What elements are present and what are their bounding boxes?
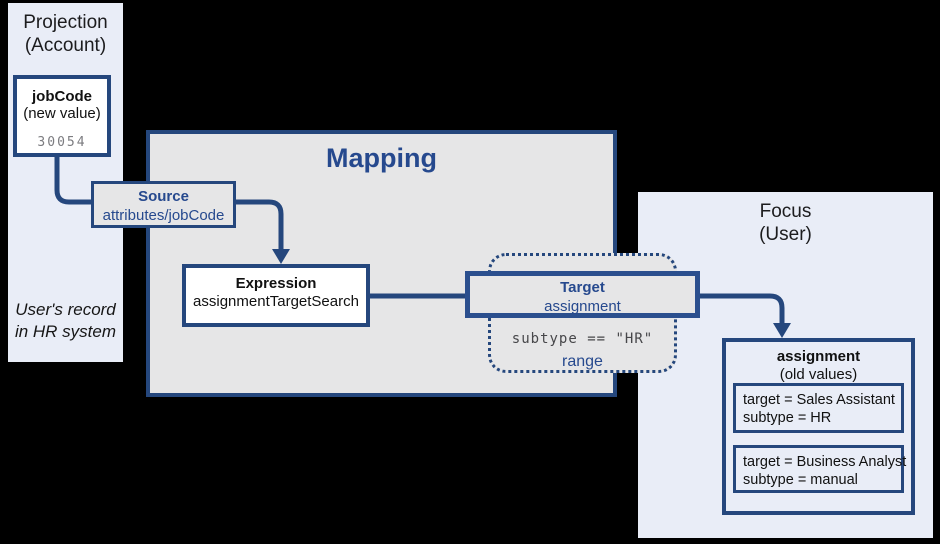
expression-box-value: assignmentTargetSearch (193, 293, 359, 310)
projection-title-line1: Projection (23, 12, 108, 33)
assignment-value-2-line1: target = Business Analyst (743, 454, 907, 470)
mapping-title: Mapping (326, 143, 437, 173)
range-condition-text: subtype == "HR" (511, 331, 654, 347)
hr-system-note-line1: User's record (15, 300, 116, 319)
hr-system-note-line2: in HR system (14, 322, 117, 341)
assignment-box-name: assignment (776, 348, 861, 365)
assignment-value-1-line2: subtype = HR (743, 409, 832, 426)
target-box: Target assignment (465, 271, 700, 318)
focus-title-line1: Focus (759, 201, 812, 222)
source-box: Source attributes/jobCode (91, 181, 236, 228)
jobcode-box-value: 30054 (37, 135, 87, 150)
assignment-box-qualifier: (old values) (779, 366, 858, 383)
source-box-label: Source (138, 188, 189, 205)
assignment-box: assignment (old values) target = Sales A… (722, 338, 915, 515)
source-box-value: attributes/jobCode (102, 207, 225, 224)
focus-title-line2: (User) (759, 224, 812, 245)
projection-title-line2: (Account) (24, 35, 107, 56)
assignment-value-box-2: target = Business Analyst subtype = manu… (733, 445, 907, 493)
target-box-value: assignment (544, 298, 621, 315)
jobcode-box-name: jobCode (32, 88, 92, 105)
target-box-label: Target (560, 279, 605, 296)
focus-panel-title: Focus (User) (638, 192, 933, 246)
hr-system-note: User's record in HR system (8, 299, 123, 343)
expression-box: Expression assignmentTargetSearch (182, 264, 370, 327)
assignment-value-2-line2: subtype = manual (743, 471, 858, 488)
projection-panel-title: Projection (Account) (8, 3, 123, 57)
jobcode-box: jobCode (new value) 30054 (13, 75, 111, 157)
jobcode-box-qualifier: (new value) (23, 105, 101, 122)
range-label: range (562, 353, 603, 370)
assignment-value-box-1: target = Sales Assistant subtype = HR (733, 383, 904, 433)
assignment-value-1-line1: target = Sales Assistant (743, 392, 895, 408)
expression-box-label: Expression (235, 275, 317, 292)
